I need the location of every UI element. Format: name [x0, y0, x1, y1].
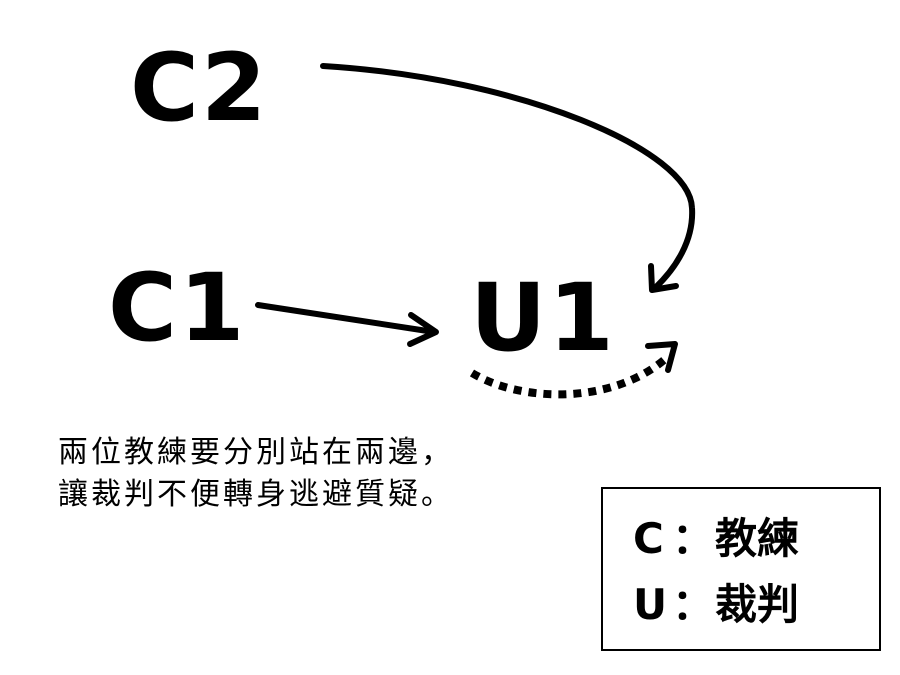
node-c1: C1 — [108, 254, 247, 363]
legend-separator: ： — [671, 580, 714, 629]
legend-meaning: 裁判 — [715, 580, 800, 629]
legend-meaning: 教練 — [715, 514, 800, 563]
arrow-u1-turn-dashed — [469, 356, 667, 399]
arrow-u1-turn-dashed-head — [645, 341, 678, 373]
arrow-c1-to-u1 — [255, 302, 437, 335]
legend-key: U — [633, 580, 668, 629]
legend-separator: ： — [671, 514, 714, 563]
caption-line-2: 讓裁判不便轉身逃避質疑。 — [58, 477, 454, 512]
arrow-c2-to-u1 — [320, 63, 696, 291]
caption-line-1: 兩位教練要分別站在兩邊， — [58, 435, 454, 470]
legend-row-coach: C：教練 — [633, 511, 799, 567]
caption: 兩位教練要分別站在兩邊， 讓裁判不便轉身逃避質疑。 — [58, 432, 454, 516]
arrow-c1-to-u1-head — [407, 312, 439, 347]
legend-row-referee: U：裁判 — [633, 577, 799, 633]
legend-box: C：教練 U：裁判 — [601, 487, 881, 651]
node-c2: C2 — [130, 34, 269, 143]
legend-key: C — [633, 514, 664, 563]
node-u1: U1 — [470, 264, 616, 373]
arrow-c2-to-u1-head — [648, 263, 679, 293]
